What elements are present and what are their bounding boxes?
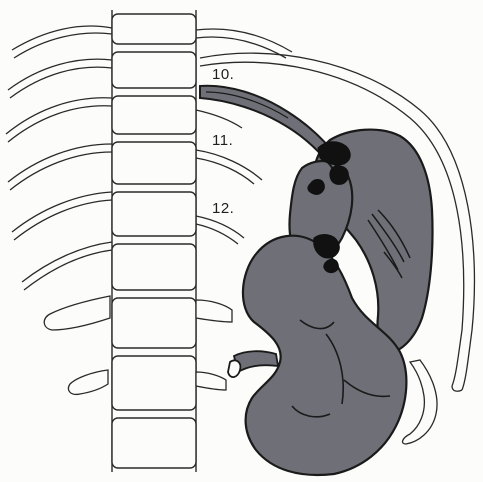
left-rib bbox=[10, 67, 112, 98]
short-rib bbox=[403, 360, 438, 444]
left-rib bbox=[10, 152, 112, 190]
right-rib bbox=[196, 158, 254, 184]
vessel-stub bbox=[228, 351, 278, 377]
left-ribs bbox=[6, 26, 112, 290]
spine bbox=[112, 10, 196, 472]
left-rib bbox=[8, 59, 112, 90]
left-rib bbox=[24, 250, 112, 290]
left-rib bbox=[12, 26, 112, 50]
right-rib bbox=[196, 216, 244, 238]
rib-11-label: 11. bbox=[212, 132, 233, 149]
transverse-process bbox=[44, 296, 110, 330]
right-transverse-processes bbox=[196, 300, 232, 390]
left-rib bbox=[8, 144, 112, 182]
right-ribs bbox=[196, 29, 292, 244]
left-rib bbox=[6, 98, 112, 134]
left-transverse-processes bbox=[44, 296, 110, 394]
transverse-process bbox=[68, 370, 108, 394]
right-rib bbox=[196, 150, 262, 180]
rib-12-label: 12. bbox=[212, 200, 234, 217]
right-rib bbox=[196, 224, 238, 244]
rib-10-label: 10. bbox=[212, 66, 234, 83]
right-rib bbox=[196, 37, 286, 58]
left-rib bbox=[22, 242, 112, 282]
right-rib bbox=[196, 110, 242, 128]
left-rib bbox=[8, 106, 112, 142]
left-rib bbox=[14, 33, 112, 58]
